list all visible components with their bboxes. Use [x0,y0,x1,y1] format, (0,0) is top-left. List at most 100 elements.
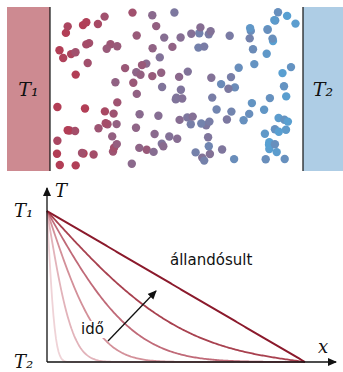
particle [218,145,226,153]
particle [59,54,67,62]
particle [224,85,232,93]
transient-curve [47,211,305,362]
particle [113,98,121,106]
particle [291,19,299,27]
particle [176,33,184,41]
particle [89,150,97,158]
particle [148,72,156,80]
particles [53,8,300,170]
particle [250,60,258,68]
particle [200,42,208,50]
particle [271,16,279,24]
particle [133,31,141,39]
particle [109,109,117,117]
temperature-curves [47,211,305,362]
particle [154,112,162,120]
particle [282,92,290,100]
particle [263,25,271,33]
particle [270,16,278,24]
particle [177,86,185,94]
particle [191,148,199,156]
particle [94,124,102,132]
particle [287,63,295,71]
particle [82,40,90,48]
particle [268,34,276,42]
particle [175,116,183,124]
hot-wall-node: T₁ [7,7,50,171]
particle [281,155,289,163]
particle [227,73,235,81]
particle [187,30,195,38]
particle [189,112,197,120]
wall-edge [302,7,303,171]
t-axis [46,188,47,362]
particle [113,42,121,50]
particle [261,130,269,138]
particle [135,110,143,118]
particle [175,73,183,81]
particle [133,90,141,98]
particle [206,27,214,35]
particle [148,11,156,19]
particle [160,33,168,41]
transient-curve [47,211,305,362]
particle [184,67,192,75]
particle [249,45,257,53]
particle [113,140,121,148]
particle [82,18,90,26]
wall-temperature: T₂ [313,78,333,100]
particle [101,107,109,115]
particle [94,20,102,28]
particle [208,93,216,101]
particle [205,117,213,125]
particle [227,107,235,115]
particle [128,160,136,168]
cold-wall-node: T₂ [303,7,343,171]
particle [246,34,254,42]
particle [207,74,215,82]
particle [282,126,290,134]
particle [263,26,271,34]
particle [204,133,212,141]
particle [205,142,213,150]
hot-wall [7,7,50,171]
particle [173,135,181,143]
particle [53,137,61,145]
particle [206,150,214,158]
particle [103,45,111,53]
particle [280,82,288,90]
axis-value: T₂ [14,352,33,372]
particle [172,95,180,103]
particle [132,124,140,132]
x-axis [47,361,336,362]
particle [156,53,164,61]
particle [152,22,160,30]
particle [112,120,120,128]
particle [111,78,119,86]
particle [63,126,71,134]
particle [72,70,80,78]
particle [129,79,137,87]
particle [197,119,205,127]
particle [275,128,283,136]
particle [187,120,195,128]
particle [159,142,167,150]
particle [235,64,243,72]
particle [217,80,225,88]
particle [53,150,61,158]
particle [158,83,166,91]
particle [157,69,165,77]
particle [271,140,279,148]
particle [148,44,156,52]
particle [283,12,291,20]
transient-curve [47,211,305,362]
particle [273,148,281,156]
particle [248,99,256,107]
particle [230,155,238,163]
particle [71,48,79,56]
particle [245,110,253,118]
particle [136,71,144,79]
particle [150,130,158,138]
arrow-label: idő [79,321,106,338]
